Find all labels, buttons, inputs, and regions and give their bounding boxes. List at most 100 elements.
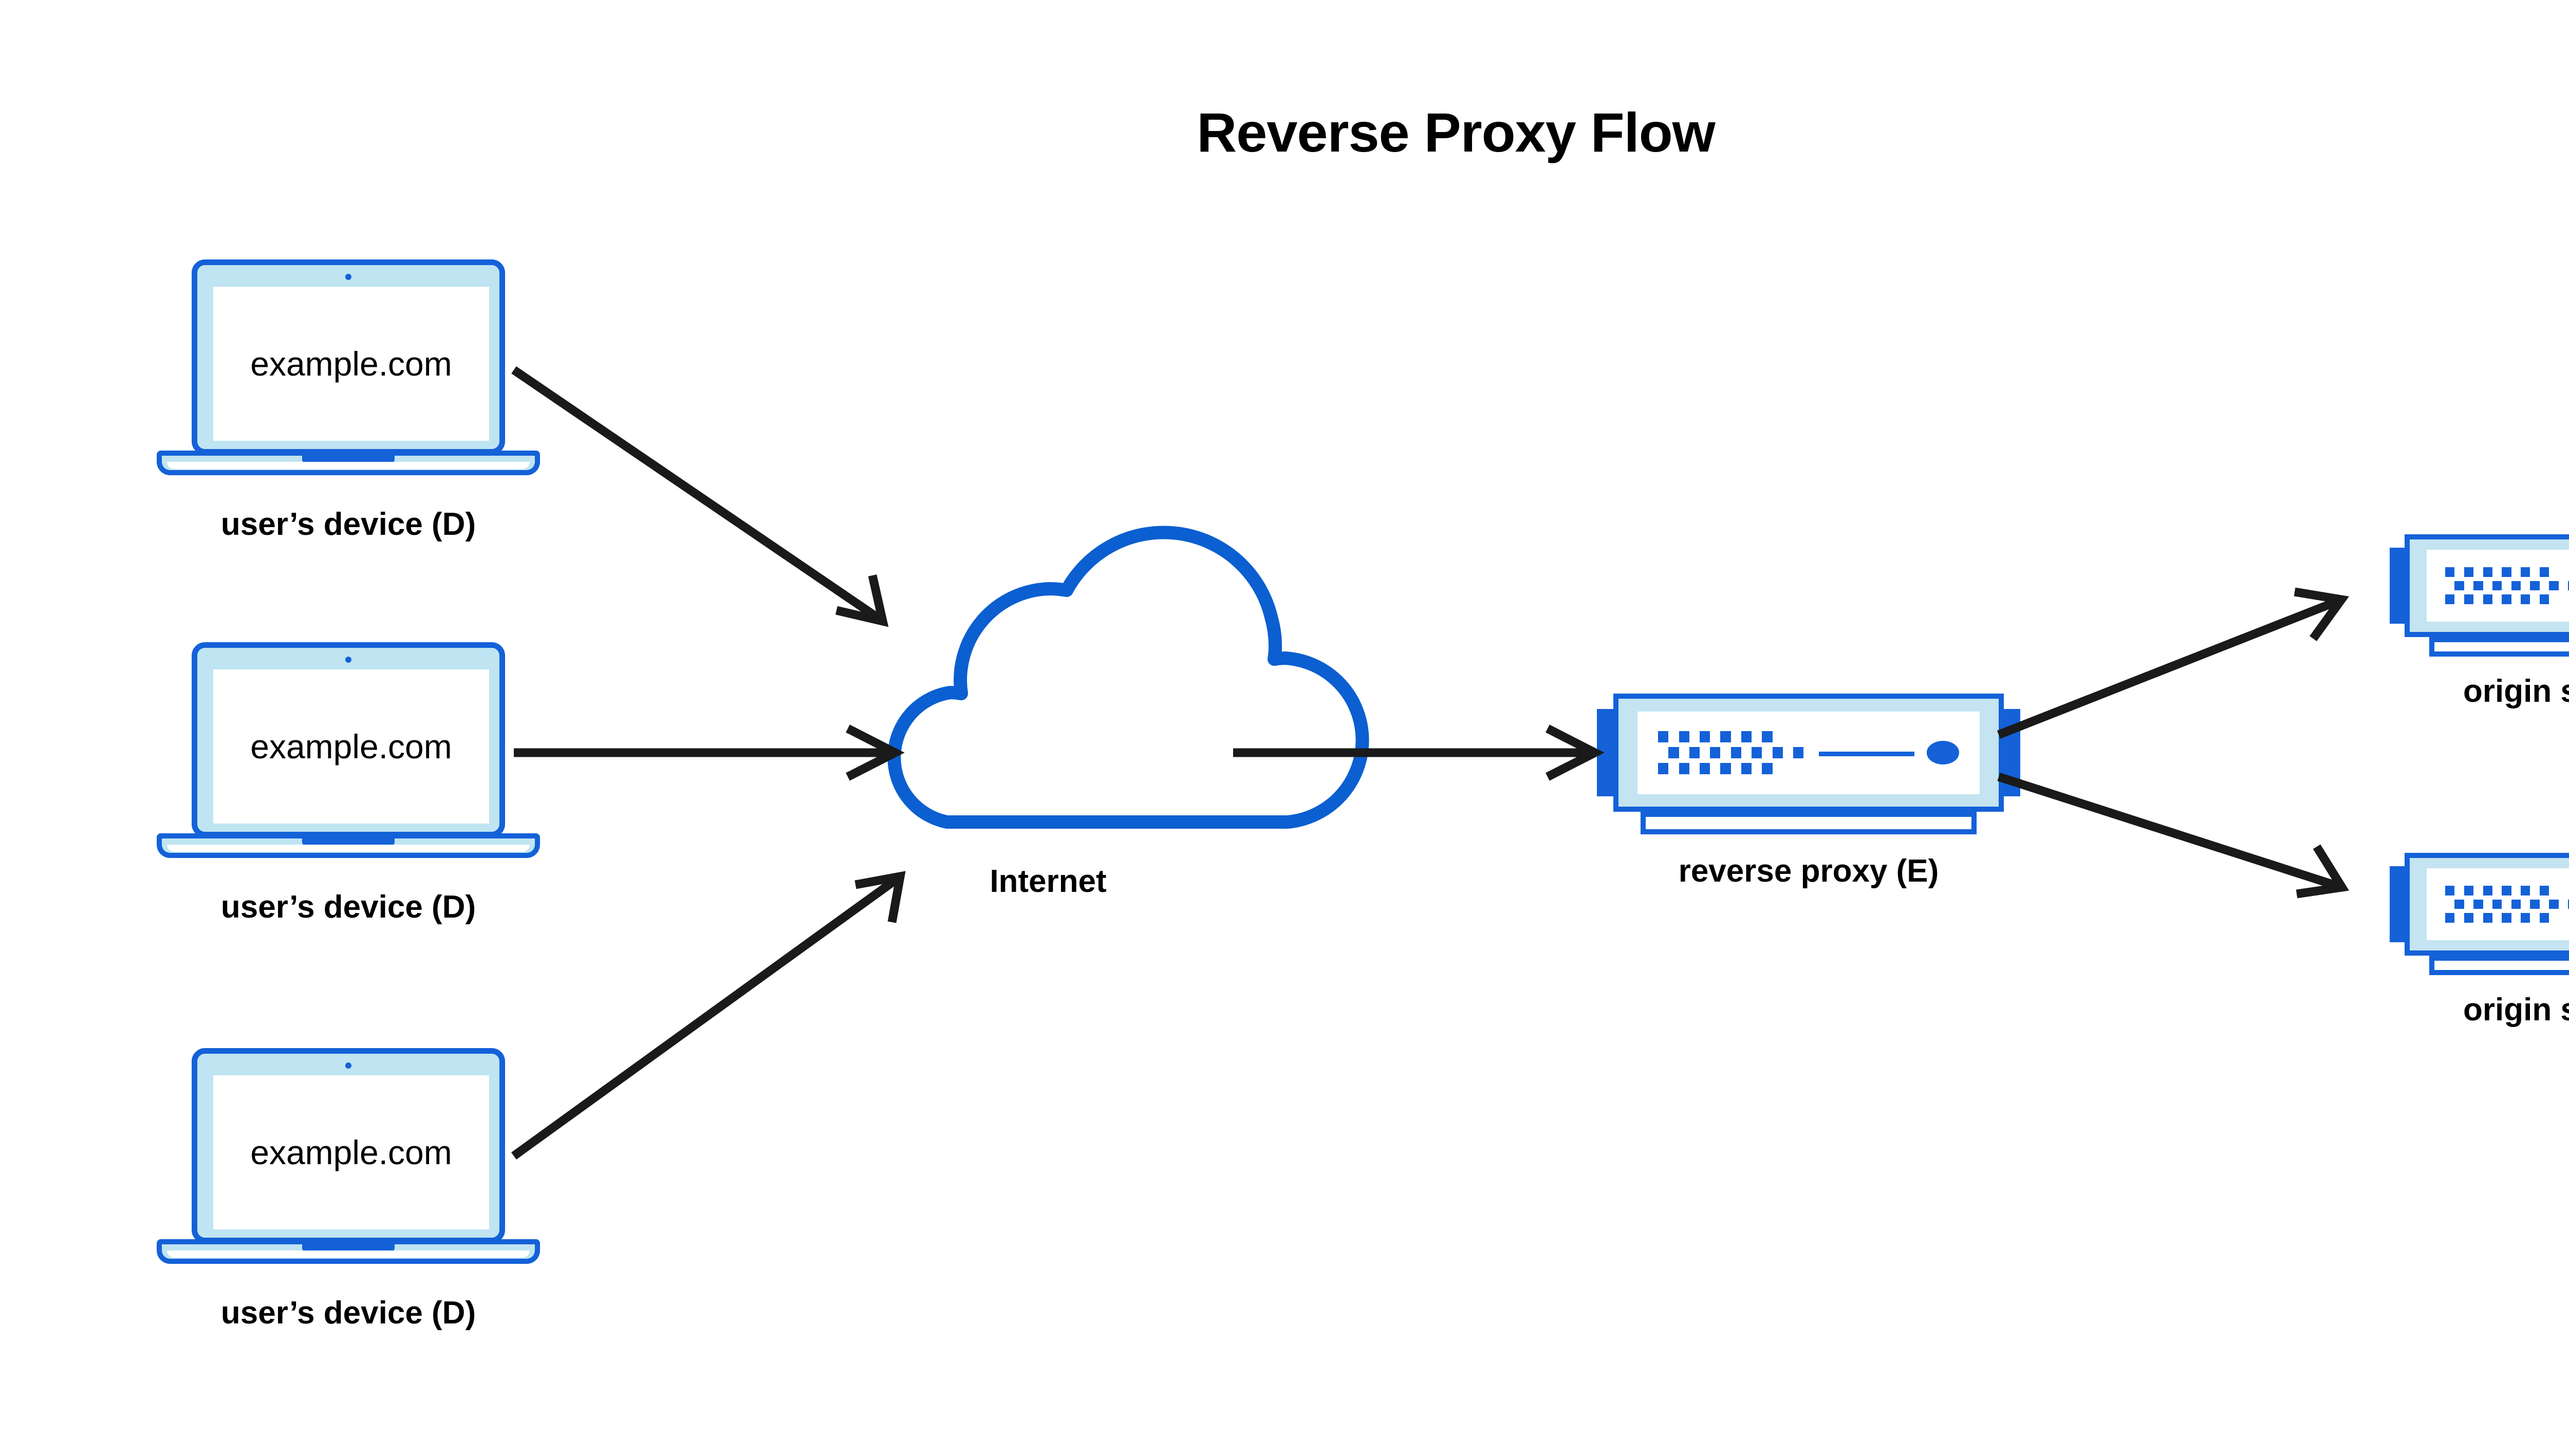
vent-dot	[1658, 763, 1669, 774]
server-led-icon	[1926, 741, 1959, 764]
vent-dot	[1720, 731, 1731, 742]
edge-client1-to-internet	[511, 366, 889, 627]
vent-dot	[1710, 747, 1721, 758]
edge-internet-to-proxy	[1233, 724, 1605, 781]
origin-server-1-label: origin server (F)	[2463, 674, 2569, 709]
laptop-screen: example.com	[213, 1075, 489, 1229]
vent-dot	[2483, 885, 2492, 895]
vent-dot	[2549, 581, 2559, 591]
server-faceplate	[1637, 711, 1980, 794]
vent-dot	[2567, 581, 2569, 591]
vent-dot	[2492, 899, 2502, 909]
vent-dot	[2511, 581, 2521, 591]
camera-icon	[345, 1062, 351, 1069]
vent-dot	[2464, 594, 2474, 605]
vent-dot	[2464, 913, 2474, 923]
server-shelf	[1641, 812, 1977, 834]
vent-dot	[1741, 731, 1752, 742]
vent-dot	[1741, 763, 1752, 774]
laptop-notch	[302, 1243, 395, 1252]
screen-url-text: example.com	[250, 1133, 452, 1171]
vent-dot	[2502, 594, 2511, 605]
laptop-lid: example.com	[192, 642, 505, 837]
internet-label: Internet	[990, 864, 1107, 899]
vent-dot	[2530, 899, 2540, 909]
vent-dot	[2483, 594, 2492, 605]
vent-dot	[1689, 747, 1700, 758]
screen-url-text: example.com	[250, 727, 452, 766]
vent-dot	[2521, 567, 2530, 577]
vent-dot	[2539, 594, 2549, 605]
server-faceplate	[2426, 550, 2569, 622]
vent-dot	[2511, 899, 2521, 909]
vent-dot	[2492, 581, 2502, 591]
origin-server-2-node[interactable]	[2390, 853, 2569, 975]
laptop-screen: example.com	[213, 287, 489, 441]
vent-dot	[1679, 731, 1689, 742]
vent-dot	[2521, 594, 2530, 605]
vent-dot	[2567, 899, 2569, 909]
edge-proxy-to-origin1	[1997, 587, 2349, 739]
vent-dot	[2483, 567, 2492, 577]
origin-server-1-node[interactable]	[2390, 534, 2569, 657]
client-device-2-label: user’s device (D)	[220, 889, 476, 925]
vent-dot	[1679, 763, 1689, 774]
laptop-base-highlight	[167, 1250, 530, 1258]
vent-dot	[2445, 567, 2455, 577]
vent-dot	[1772, 747, 1783, 758]
laptop-notch	[302, 455, 395, 463]
laptop-lid: example.com	[192, 1048, 505, 1243]
server-status-bar	[1818, 751, 1915, 757]
edge-client3-to-internet	[511, 871, 906, 1160]
vent-dot	[2473, 581, 2483, 591]
vent-dot	[1752, 747, 1762, 758]
vent-dot	[2502, 885, 2511, 895]
vent-dot	[1700, 763, 1710, 774]
vent-dot	[2464, 885, 2474, 895]
laptop-base	[157, 1239, 540, 1264]
laptop-lid: example.com	[192, 259, 505, 455]
vent-dot	[1720, 763, 1731, 774]
vent-dot	[2539, 885, 2549, 895]
camera-icon	[345, 274, 351, 280]
vent-dot	[1668, 747, 1679, 758]
server-vent-grid	[1658, 731, 1804, 774]
server-vent-grid	[2445, 567, 2569, 605]
reverse-proxy-node[interactable]	[1597, 694, 2020, 834]
laptop-notch	[302, 837, 395, 846]
vent-dot	[2445, 594, 2455, 605]
vent-dot	[1762, 763, 1773, 774]
vent-dot	[2454, 899, 2464, 909]
client-device-1-label: user’s device (D)	[220, 507, 476, 542]
laptop-base	[157, 451, 540, 475]
server-shelf	[2429, 637, 2569, 657]
vent-dot	[2445, 885, 2455, 895]
edge-client2-to-internet	[514, 724, 905, 781]
vent-dot	[1793, 747, 1804, 758]
server-shelf	[2429, 956, 2569, 975]
vent-dot	[2539, 913, 2549, 923]
laptop-screen: example.com	[213, 669, 489, 824]
laptop-base-highlight	[167, 462, 530, 469]
page-title: Reverse Proxy Flow	[1197, 101, 1715, 163]
screen-url-text: example.com	[250, 345, 452, 383]
vent-dot	[2445, 913, 2455, 923]
laptop-base-highlight	[167, 845, 530, 852]
vent-dot	[2521, 913, 2530, 923]
vent-dot	[2549, 899, 2559, 909]
edge-proxy-to-origin2	[1997, 772, 2350, 899]
vent-dot	[1658, 731, 1669, 742]
vent-dot	[2530, 581, 2540, 591]
vent-dot	[2539, 567, 2549, 577]
camera-icon	[345, 657, 351, 663]
vent-dot	[2464, 567, 2474, 577]
vent-dot	[2483, 913, 2492, 923]
vent-dot	[2502, 567, 2511, 577]
origin-server-2-label: origin server (F)	[2463, 992, 2569, 1028]
vent-dot	[2473, 899, 2483, 909]
server-faceplate	[2426, 868, 2569, 940]
vent-dot	[2521, 885, 2530, 895]
client-device-3-label: user’s device (D)	[220, 1295, 476, 1331]
laptop-base	[157, 833, 540, 858]
